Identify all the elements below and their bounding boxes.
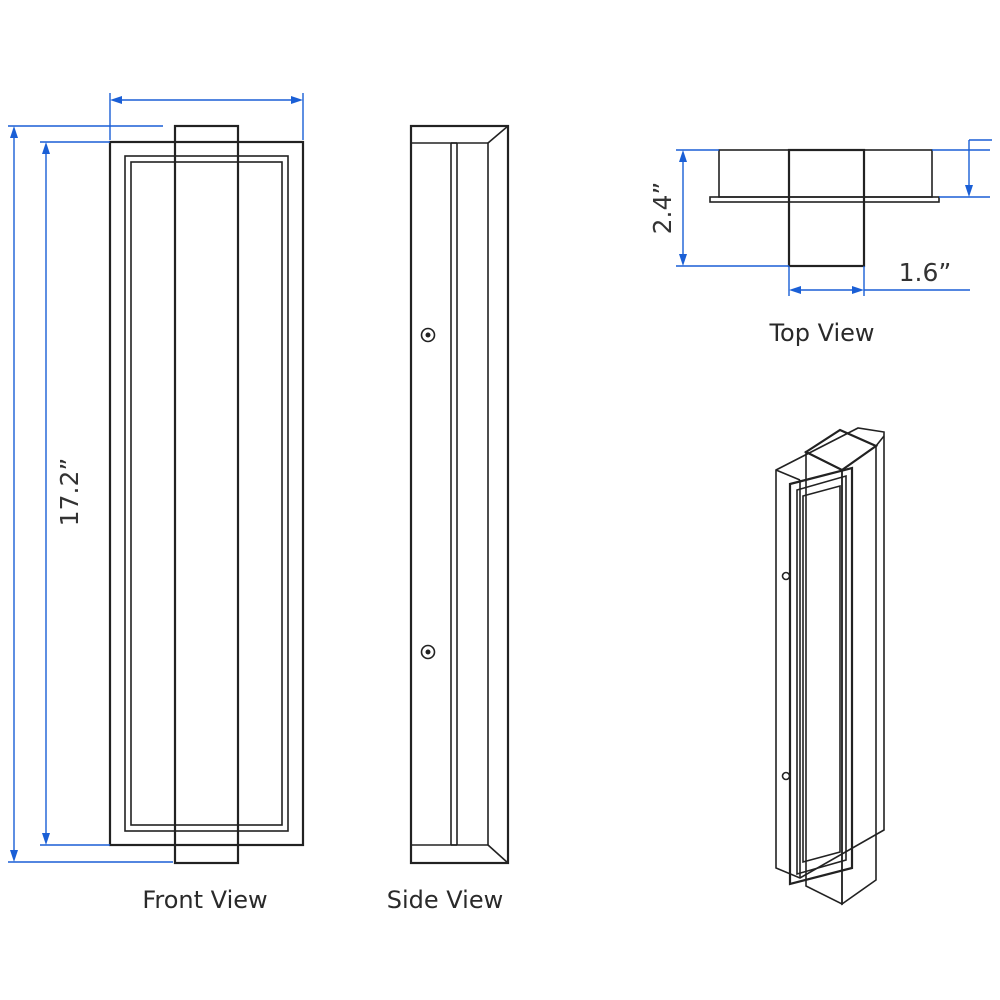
side-view-drawing	[409, 124, 510, 865]
width-dimension-label: 1.6”	[899, 258, 952, 287]
top-width-dimension	[788, 266, 970, 296]
top-depth-dimension	[676, 149, 789, 267]
top-view-label: Top View	[768, 319, 874, 347]
isometric-view-drawing	[775, 427, 885, 906]
front-height-dimension	[8, 125, 173, 863]
side-view-label: Side View	[387, 886, 503, 914]
top-view-drawing	[709, 148, 940, 268]
front-width-dimension	[109, 93, 304, 140]
front-view-label: Front View	[142, 886, 267, 914]
front-view-drawing	[108, 124, 305, 865]
top-plate-dimension	[932, 139, 992, 198]
height-dimension-label: 17.2”	[55, 458, 84, 527]
depth-dimension-label: 2.4”	[648, 182, 677, 235]
